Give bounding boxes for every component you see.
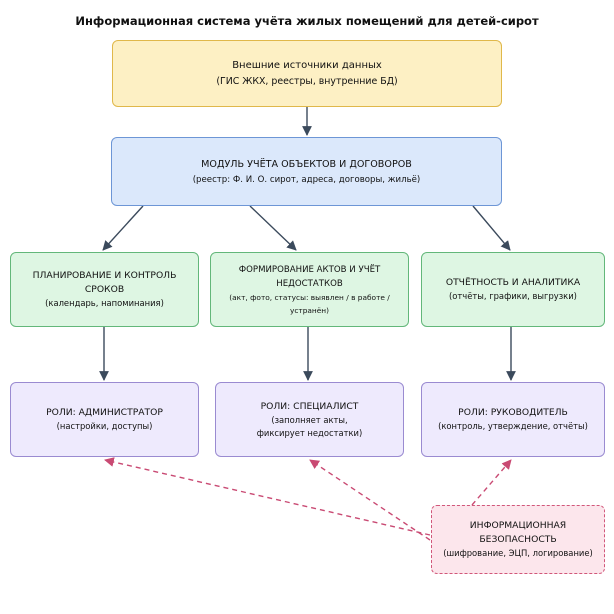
edge-security-manager — [471, 459, 512, 506]
node-planning-title: ПЛАНИРОВАНИЕ И КОНТРОЛЬ СРОКОВ — [32, 270, 177, 295]
node-reports: ОТЧЁТНОСТЬ И АНАЛИТИКА (отчёты, графики,… — [421, 252, 605, 327]
edge-security-specialist — [309, 459, 431, 541]
node-reports-detail: (отчёты, графики, выгрузки) — [449, 291, 577, 301]
node-admin-detail: (настройки, доступы) — [56, 421, 153, 431]
node-acts: ФОРМИРОВАНИЕ АКТОВ И УЧЁТ НЕДОСТАТКОВ (а… — [210, 252, 409, 327]
node-objects-contracts-module: МОДУЛЬ УЧЁТА ОБЪЕКТОВ И ДОГОВОРОВ (реест… — [111, 137, 502, 206]
node-acts-detail: (акт, фото, статусы: выявлен / в работе … — [229, 292, 390, 315]
node-role-specialist: РОЛИ: СПЕЦИАЛИСТ (заполняет акты, фиксир… — [215, 382, 404, 457]
node-specialist-detail-1: (заполняет акты, — [271, 414, 348, 425]
node-manager-title: РОЛИ: РУКОВОДИТЕЛЬ — [458, 407, 568, 418]
node-external-sources-detail: (ГИС ЖКХ, реестры, внутренние БД) — [216, 75, 398, 87]
node-external-sources: Внешние источники данных (ГИС ЖКХ, реест… — [112, 40, 502, 107]
node-planning-detail: (календарь, напоминания) — [45, 298, 164, 308]
node-specialist-title: РОЛИ: СПЕЦИАЛИСТ — [260, 400, 359, 412]
node-external-sources-title: Внешние источники данных — [232, 59, 382, 71]
edge-module-acts — [249, 205, 297, 251]
diagram-title: Информационная система учёта жилых помещ… — [75, 14, 539, 28]
node-specialist-detail-2: фиксирует недостатки) — [256, 427, 363, 438]
node-information-security: ИНФОРМАЦИОННАЯ БЕЗОПАСНОСТЬ (шифрование,… — [431, 505, 605, 574]
edge-module-planning — [102, 205, 144, 251]
node-module-detail: (реестр: Ф. И. О. сирот, адреса, договор… — [192, 174, 421, 185]
node-security-detail: (шифрование, ЭЦП, логирование) — [443, 548, 593, 558]
node-security-title-2: БЕЗОПАСНОСТЬ — [479, 534, 557, 545]
edge-security-admin — [104, 457, 431, 536]
node-role-admin: РОЛИ: АДМИНИСТРАТОР (настройки, доступы) — [10, 382, 199, 457]
node-security-title-1: ИНФОРМАЦИОННАЯ — [469, 520, 567, 531]
edge-module-reports — [472, 205, 511, 251]
node-module-title: МОДУЛЬ УЧЁТА ОБЪЕКТОВ И ДОГОВОРОВ — [201, 158, 412, 170]
node-admin-title: РОЛИ: АДМИНИСТРАТОР — [46, 407, 163, 418]
node-planning: ПЛАНИРОВАНИЕ И КОНТРОЛЬ СРОКОВ (календар… — [10, 252, 199, 327]
node-manager-detail: (контроль, утверждение, отчёты) — [438, 421, 588, 431]
node-role-manager: РОЛИ: РУКОВОДИТЕЛЬ (контроль, утверждени… — [421, 382, 605, 457]
node-reports-title: ОТЧЁТНОСТЬ И АНАЛИТИКА — [445, 277, 581, 288]
node-acts-title: ФОРМИРОВАНИЕ АКТОВ И УЧЁТ НЕДОСТАТКОВ — [238, 264, 381, 289]
